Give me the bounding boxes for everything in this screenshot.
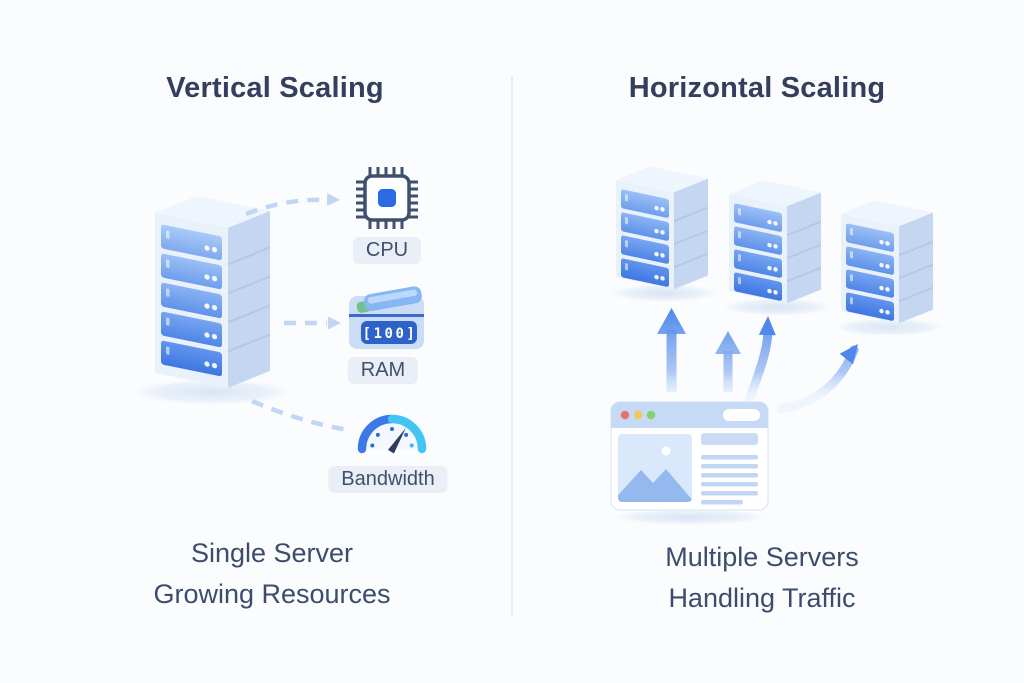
right-caption-line1: Multiple Servers — [665, 542, 859, 572]
dashed-arrow-to-bandwidth — [251, 398, 349, 433]
browser-window-icon — [610, 401, 770, 525]
left-caption: Single Server Growing Resources — [72, 533, 472, 615]
ram-value: [100] — [363, 326, 418, 342]
panel-divider — [511, 75, 513, 615]
dashed-arrowhead-ram — [328, 316, 341, 330]
bandwidth-label: Bandwidth — [328, 466, 448, 493]
browser-dot-yellow — [633, 410, 643, 420]
ram-module-icon: [100] — [349, 286, 424, 349]
right-caption-line2: Handling Traffic — [668, 583, 856, 613]
ram-label: RAM — [347, 357, 419, 384]
browser-dot-green — [646, 410, 656, 420]
right-caption: Multiple Servers Handling Traffic — [562, 537, 962, 619]
dashed-arrow-to-cpu — [245, 197, 325, 217]
left-caption-line1: Single Server — [190, 538, 354, 568]
cpu-chip-icon — [356, 167, 418, 229]
server-cluster — [607, 165, 946, 337]
traffic-up-arrows — [657, 308, 859, 414]
server-tower-3 — [832, 199, 946, 337]
speedometer-gauge-icon — [357, 414, 427, 454]
dashed-arrowhead-cpu — [326, 193, 340, 207]
cpu-label: CPU — [352, 237, 422, 264]
browser-dot-red — [620, 410, 630, 420]
left-panel-title: Vertical Scaling — [166, 72, 384, 104]
server-tower-1 — [607, 165, 721, 303]
server-tower-2 — [720, 179, 834, 317]
single-server-tower — [130, 196, 294, 405]
left-caption-line2: Growing Resources — [153, 579, 391, 609]
browser-address-bar — [723, 409, 760, 421]
right-panel-title: Horizontal Scaling — [628, 72, 886, 104]
